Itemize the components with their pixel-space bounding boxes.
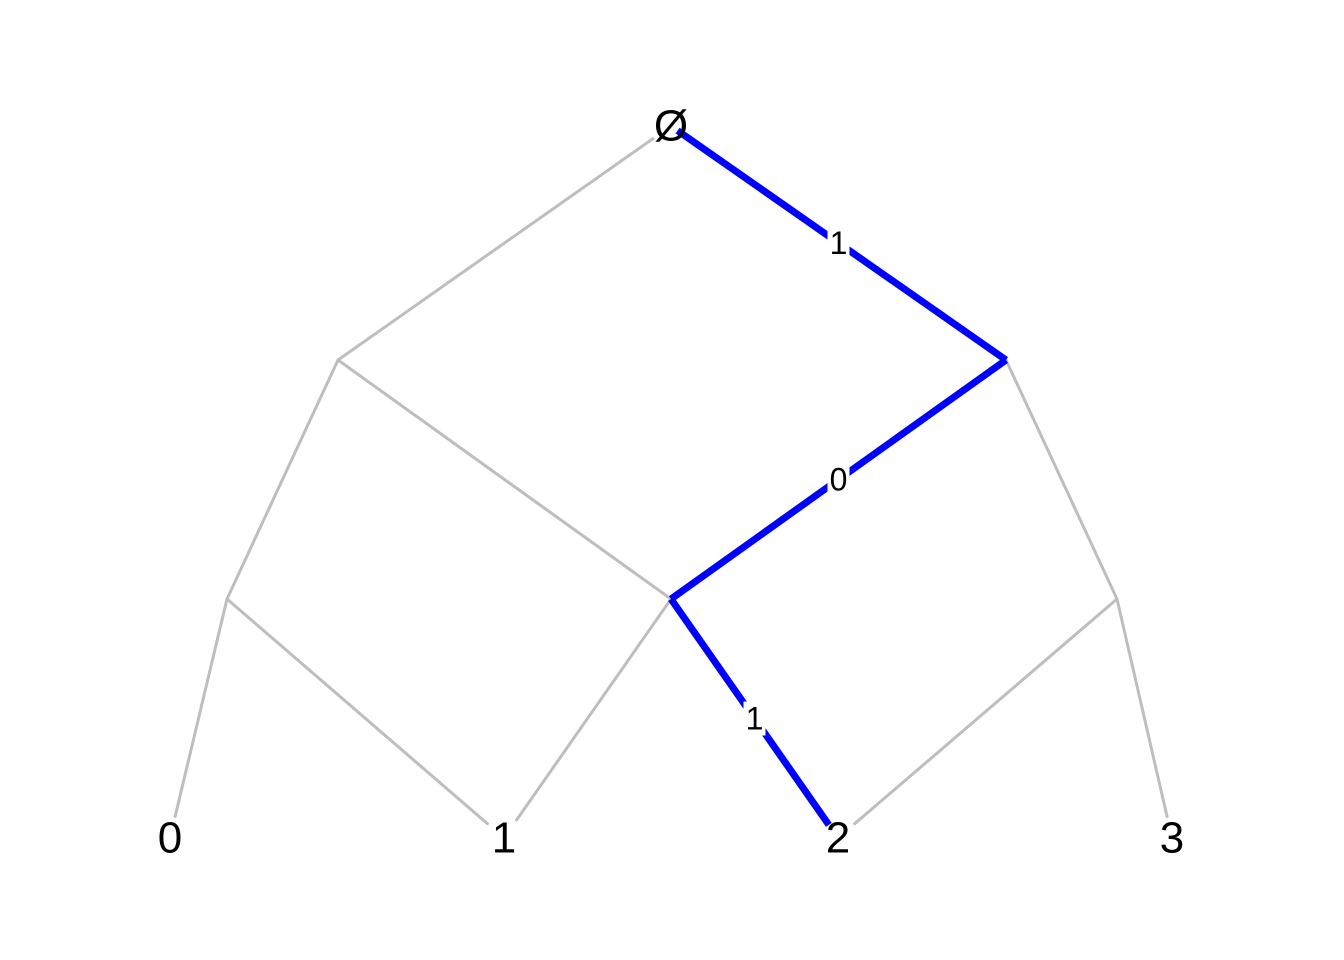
gray-edges: [173, 137, 1169, 826]
node-label-leaf2: 2: [826, 814, 850, 863]
edge-label-background: [743, 701, 766, 736]
edge-root-n_left: [336, 137, 655, 362]
edge-labels: 1 0 1: [743, 225, 850, 737]
edge-label-background: [827, 462, 850, 497]
edge-label-background: [827, 226, 850, 260]
edge-label-n_right-n_mid: 0: [830, 462, 848, 498]
edge-label-root-n_right: 1: [830, 225, 848, 261]
edge-n_right-n_rr: [1004, 358, 1119, 601]
edge-n_ll-leaf1: [225, 597, 489, 826]
node-label-leaf3: 3: [1160, 814, 1184, 863]
node-label-leaf0: 0: [158, 814, 182, 863]
node-label-root: Ø: [654, 102, 688, 151]
edge-n_mid-leaf1: [515, 597, 673, 822]
node-labels: Ø 0 1 2 3: [158, 102, 1184, 863]
edge-n_left-n_ll: [225, 358, 340, 601]
edge-n_rr-leaf3: [1115, 597, 1169, 819]
edge-n_left-n_mid: [336, 358, 673, 601]
edge-label-n_mid-leaf2: 1: [746, 701, 764, 737]
edge-n_ll-leaf0: [173, 597, 229, 819]
edge-n_rr-leaf2: [853, 597, 1119, 826]
node-label-leaf1: 1: [492, 814, 516, 863]
